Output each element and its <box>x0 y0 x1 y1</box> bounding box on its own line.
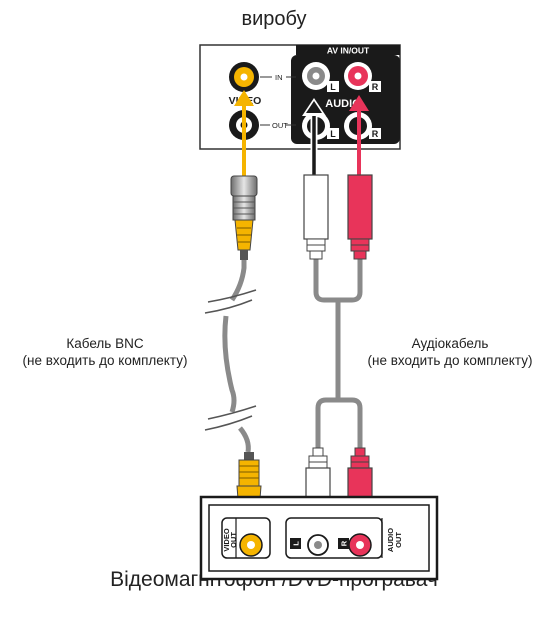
audio-cable-note: (не входить до комплекту) <box>367 353 533 368</box>
audio-cable-caption: Аудіокабель (не входить до комплекту) <box>355 335 545 369</box>
in-label: IN <box>275 73 283 82</box>
bnc-cable <box>204 175 262 531</box>
audio-in-left-jack <box>302 62 330 90</box>
connection-arrows <box>234 90 369 178</box>
bnc-cable-caption: Кабель BNC (не входить до комплекту) <box>12 335 198 369</box>
video-out-label-1: VIDEO <box>222 528 231 552</box>
left-badge-bottom: L <box>292 541 301 546</box>
left-badge-in: L <box>330 82 336 92</box>
video-out-label-2: OUT <box>229 532 238 548</box>
monitor-av-panel: AV IN/OUT IN VIDEO OUT L <box>199 44 401 150</box>
out-label: OUT <box>272 121 288 130</box>
audio-out-right-jack-bottom <box>348 533 372 557</box>
audio-cable-name: Аудіокабель <box>411 336 489 351</box>
video-in-jack <box>229 62 259 92</box>
device-title: виробу <box>241 8 307 30</box>
right-badge-out: R <box>372 129 379 139</box>
audio-cable <box>303 174 373 543</box>
audio-in-right-jack <box>344 62 372 90</box>
left-badge-out: L <box>330 129 336 139</box>
audio-out-label-1: AUDIO <box>386 528 395 552</box>
audio-out-left-jack-bottom <box>307 534 329 556</box>
right-badge-in: R <box>372 82 379 92</box>
video-out-jack-bottom <box>239 533 263 557</box>
av-inout-header: AV IN/OUT <box>327 46 370 56</box>
audio-out-label-2: OUT <box>394 532 403 548</box>
bnc-cable-name: Кабель BNC <box>66 336 144 351</box>
right-badge-bottom: R <box>340 540 349 546</box>
bnc-cable-note: (не входить до комплекту) <box>22 353 188 368</box>
source-device-panel: VIDEO OUT L R AUDIO OUT <box>199 495 439 581</box>
